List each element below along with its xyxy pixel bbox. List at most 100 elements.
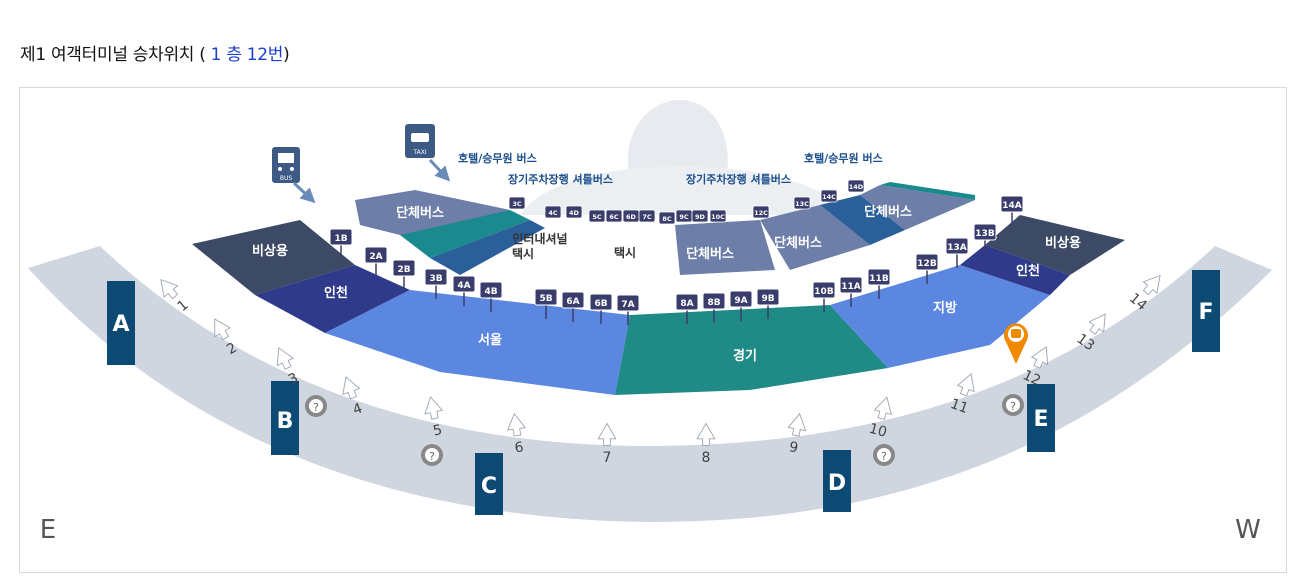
- door-number-7: 7: [597, 422, 617, 466]
- stop-8A[interactable]: 8A: [675, 293, 699, 324]
- stop-9D[interactable]: 9D: [691, 209, 709, 223]
- gate-e: [1027, 384, 1055, 452]
- zone-incheon-right: [960, 245, 1070, 295]
- zone-group-bus-mid: [760, 205, 870, 270]
- stop-label: 5B: [539, 294, 552, 304]
- stop-13B[interactable]: 13B: [973, 223, 997, 254]
- annotation-hotel-left: 호텔/승무원 버스: [458, 151, 537, 165]
- door-number-label: 5: [432, 422, 444, 440]
- stop-6D[interactable]: 6D: [622, 209, 640, 223]
- door-number-label: 7: [603, 450, 612, 466]
- gate-label-c: C: [481, 474, 497, 499]
- walk-arrow-icon: [214, 318, 231, 341]
- zone-seoul: [325, 290, 630, 395]
- stop-label: 10C: [711, 213, 725, 221]
- stop-6A[interactable]: 6A: [561, 291, 585, 322]
- zone-group-bus-left-lane: [400, 210, 530, 258]
- stop-label: 13C: [795, 200, 809, 208]
- stop-label: 8B: [707, 298, 720, 308]
- stop-11B[interactable]: 11B: [867, 268, 891, 299]
- stop-label: 4A: [457, 281, 470, 291]
- stop-10C[interactable]: 10C: [709, 209, 727, 223]
- stop-label: 10B: [814, 287, 834, 297]
- stop-label: 6A: [566, 297, 579, 307]
- zone-label-jibang: 지방: [933, 300, 957, 316]
- stop-5B[interactable]: 5B: [534, 288, 558, 319]
- stop-label: 3C: [512, 200, 522, 208]
- zone-interterminal: [430, 220, 545, 275]
- walk-arrow-icon: [1030, 346, 1049, 369]
- stop-5C[interactable]: 5C: [588, 209, 606, 223]
- stop-6C[interactable]: 6C: [605, 209, 623, 223]
- stop-label: 13A: [947, 243, 967, 253]
- svg-text:?: ?: [313, 401, 319, 414]
- stop-4C[interactable]: 4C: [544, 205, 562, 219]
- title-main: 제1 여객터미널 승차위치: [20, 45, 195, 65]
- stop-label: 2B: [397, 265, 410, 275]
- zone-group-bus-center: [675, 220, 775, 275]
- svg-text:?: ?: [881, 450, 887, 463]
- stop-14C[interactable]: 14C: [820, 189, 838, 203]
- walk-arrow-icon: [696, 422, 716, 446]
- stop-3B[interactable]: 3B: [424, 268, 448, 299]
- zone-label-seoul: 서울: [478, 332, 502, 348]
- help-icon[interactable]: ?: [421, 444, 443, 466]
- stop-6B[interactable]: 6B: [589, 293, 613, 324]
- walk-arrow-icon: [873, 396, 893, 420]
- stop-1B[interactable]: 1B: [329, 228, 353, 259]
- stop-number: 12번: [246, 45, 284, 65]
- zone-label-emergency-right: 비상용: [1045, 235, 1081, 251]
- stop-9A[interactable]: 9A: [729, 290, 753, 321]
- stop-9C[interactable]: 9C: [675, 209, 693, 223]
- stop-8C[interactable]: 8C: [658, 211, 676, 225]
- gate-a: [107, 281, 135, 365]
- zone-label-incheon-right: 인천: [1016, 263, 1040, 279]
- stop-11A[interactable]: 11A: [839, 276, 863, 307]
- help-icon[interactable]: ?: [305, 395, 327, 417]
- svg-text:?: ?: [1010, 400, 1016, 413]
- walk-arrow-icon: [276, 347, 295, 370]
- zone-label-incheon-left: 인천: [324, 285, 348, 301]
- stop-12C[interactable]: 12C: [752, 205, 770, 219]
- stop-10B[interactable]: 10B: [812, 281, 836, 312]
- bus-icon: BUS: [272, 147, 300, 183]
- stop-label: 14A: [1002, 201, 1022, 211]
- stop-label: 13B: [975, 229, 995, 239]
- stop-label: 11B: [869, 274, 889, 284]
- page-title: 제1 여객터미널 승차위치 ( 1 층 12번): [20, 40, 290, 65]
- stop-4A[interactable]: 4A: [452, 275, 476, 306]
- stop-14A[interactable]: 14A: [1000, 195, 1024, 226]
- stop-3C[interactable]: 3C: [508, 196, 526, 210]
- stop-13A[interactable]: 13A: [945, 237, 969, 268]
- stop-2A[interactable]: 2A: [364, 246, 388, 277]
- svg-text:?: ?: [429, 450, 435, 463]
- annotation-parking-left: 장기주차장행 셔틀버스: [508, 172, 613, 186]
- stop-2B[interactable]: 2B: [392, 259, 416, 290]
- outer-walkway: [28, 246, 1272, 522]
- stop-13C[interactable]: 13C: [793, 196, 811, 210]
- stop-7C[interactable]: 7C: [638, 209, 656, 223]
- door-number-label: 11: [948, 396, 970, 417]
- door-number-10: 10: [867, 396, 893, 441]
- compass-w: W: [1235, 515, 1261, 545]
- stop-4D[interactable]: 4D: [565, 205, 583, 219]
- stop-7A[interactable]: 7A: [616, 294, 640, 325]
- bus-icon-label: BUS: [280, 175, 293, 182]
- door-number-6: 6: [507, 412, 526, 456]
- help-icon[interactable]: ?: [1002, 394, 1024, 416]
- zone-label-group-bus-left: 단체버스: [396, 205, 444, 221]
- stop-4B[interactable]: 4B: [479, 281, 503, 312]
- stop-12B[interactable]: 12B: [915, 253, 939, 284]
- help-icon[interactable]: ?: [873, 444, 895, 466]
- stop-label: 9B: [761, 294, 774, 304]
- stop-label: 6D: [626, 213, 637, 221]
- stop-9B[interactable]: 9B: [756, 288, 780, 319]
- zone-emergency-left: [192, 220, 355, 295]
- zone-label-interterminal-taxi: 택시: [512, 246, 534, 261]
- bus-location-pin-icon[interactable]: [1004, 323, 1028, 364]
- door-number-8: 8: [696, 422, 716, 466]
- stop-8B[interactable]: 8B: [702, 292, 726, 323]
- stop-14D[interactable]: 14D: [847, 179, 865, 193]
